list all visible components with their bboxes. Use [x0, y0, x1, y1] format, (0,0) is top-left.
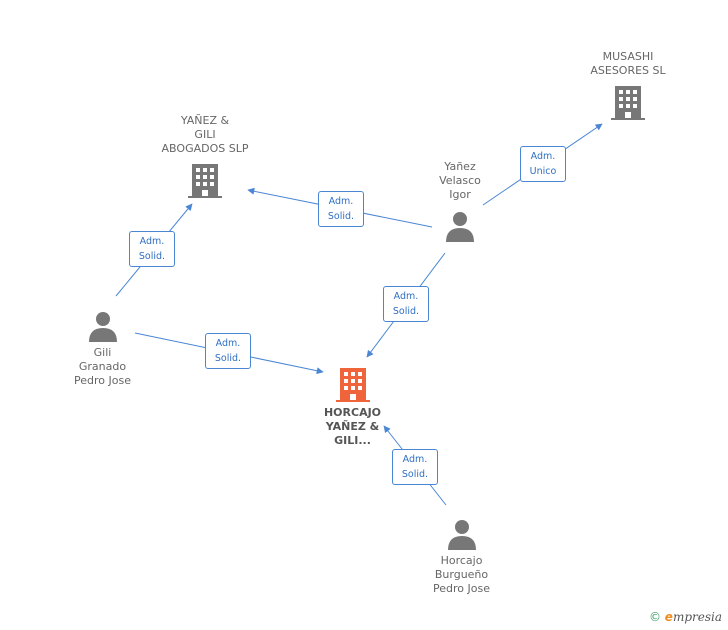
node-yanez-velasco[interactable]: Yañez Velasco Igor	[415, 160, 505, 242]
footer-brand: © empresia	[649, 610, 722, 624]
person-icon	[446, 212, 474, 242]
person-icon	[88, 312, 117, 342]
node-gili-granado[interactable]: Gili Granado Pedro Jose	[55, 310, 150, 388]
building-icon	[188, 164, 222, 198]
edge-label-adm-solid[interactable]: Adm. Solid.	[383, 286, 429, 322]
node-horcajo-main[interactable]: HORCAJO YAÑEZ & GILI...	[305, 366, 400, 448]
node-horcajo-burgueno[interactable]: Horcajo Burgueño Pedro Jose	[414, 518, 509, 596]
person-icon	[447, 520, 476, 550]
node-musashi[interactable]: MUSASHI ASESORES SL	[568, 50, 688, 120]
brand-e: e	[664, 610, 673, 624]
copyright-icon: ©	[648, 610, 661, 624]
node-label: HORCAJO YAÑEZ & GILI...	[323, 406, 382, 447]
node-label: Horcajo Burgueño Pedro Jose	[433, 554, 490, 595]
node-yanez-gili-abogados[interactable]: YAÑEZ & GILI ABOGADOS SLP	[140, 114, 270, 198]
node-label: MUSASHI ASESORES SL	[590, 50, 666, 77]
edge-label-adm-solid[interactable]: Adm. Solid.	[392, 449, 438, 485]
edge-label-adm-solid[interactable]: Adm. Solid.	[205, 333, 251, 369]
node-label: Gili Granado Pedro Jose	[74, 346, 131, 387]
node-label: Yañez Velasco Igor	[439, 160, 481, 201]
building-icon	[335, 368, 370, 402]
edge-label-adm-unico[interactable]: Adm. Unico	[520, 146, 566, 182]
brand-rest: mpresia	[672, 610, 722, 624]
edge-label-adm-solid[interactable]: Adm. Solid.	[129, 231, 175, 267]
node-label: YAÑEZ & GILI ABOGADOS SLP	[161, 114, 249, 155]
building-icon	[611, 86, 645, 120]
edge-label-adm-solid[interactable]: Adm. Solid.	[318, 191, 364, 227]
